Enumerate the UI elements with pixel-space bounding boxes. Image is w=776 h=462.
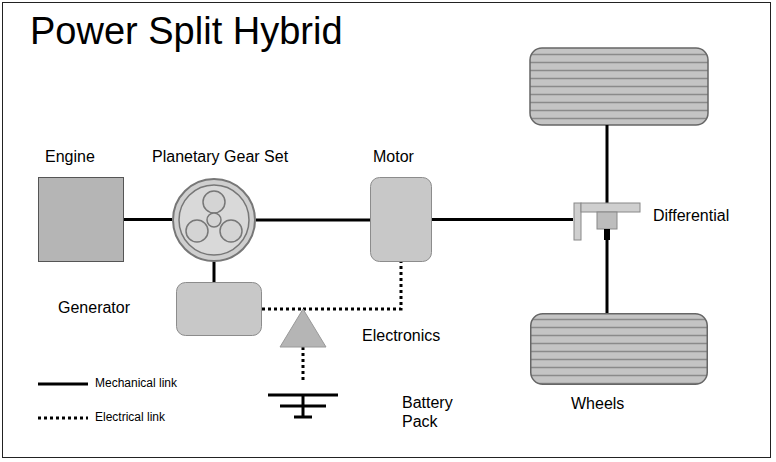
wheel-lower: Wheels [530,313,708,385]
electronics-triangle: Electronics [280,309,326,347]
legend-text: Mechanical link [95,376,177,390]
part-label: Electronics [362,326,440,345]
electrical-link [262,308,303,311]
gears-outline [172,178,256,262]
part-label: Planetary Gear Set [152,147,288,166]
differential-gear: Differential [573,200,641,240]
diagram-title: Power Split Hybrid [30,10,343,53]
part-label: Battery Pack [402,393,472,431]
mechanical-link [213,262,216,282]
engine-outline [38,177,124,262]
axle-upper [606,125,609,203]
legend-text: Electrical link [95,410,165,424]
wheel-upper [530,48,708,125]
mechanical-link [432,218,573,221]
battery-outline [268,383,338,419]
legend-solid-line [38,383,88,386]
electrical-link [303,262,401,309]
engine-block: Engine [38,177,124,262]
part-label: Wheels [571,394,624,413]
part-label: Engine [45,147,95,166]
planetary-gear-set: Planetary Gear Set [172,178,256,262]
battery-symbol: Battery Pack [268,383,338,419]
legend-dotted-line [38,417,88,420]
rbox-outline [176,282,262,336]
part-label: Motor [373,147,414,166]
mechanical-link [256,219,370,222]
part-label: Differential [653,206,729,225]
mechanical-link [606,240,609,313]
wheel-outline [530,313,708,385]
generator-box: Generator [176,282,262,336]
rbox-outline [370,177,432,262]
tri-outline [280,309,326,347]
motor-box: Motor [370,177,432,262]
diff-outline [573,200,641,240]
mechanical-link [124,218,172,221]
part-label: Generator [58,298,130,317]
electrical-link [302,347,305,383]
